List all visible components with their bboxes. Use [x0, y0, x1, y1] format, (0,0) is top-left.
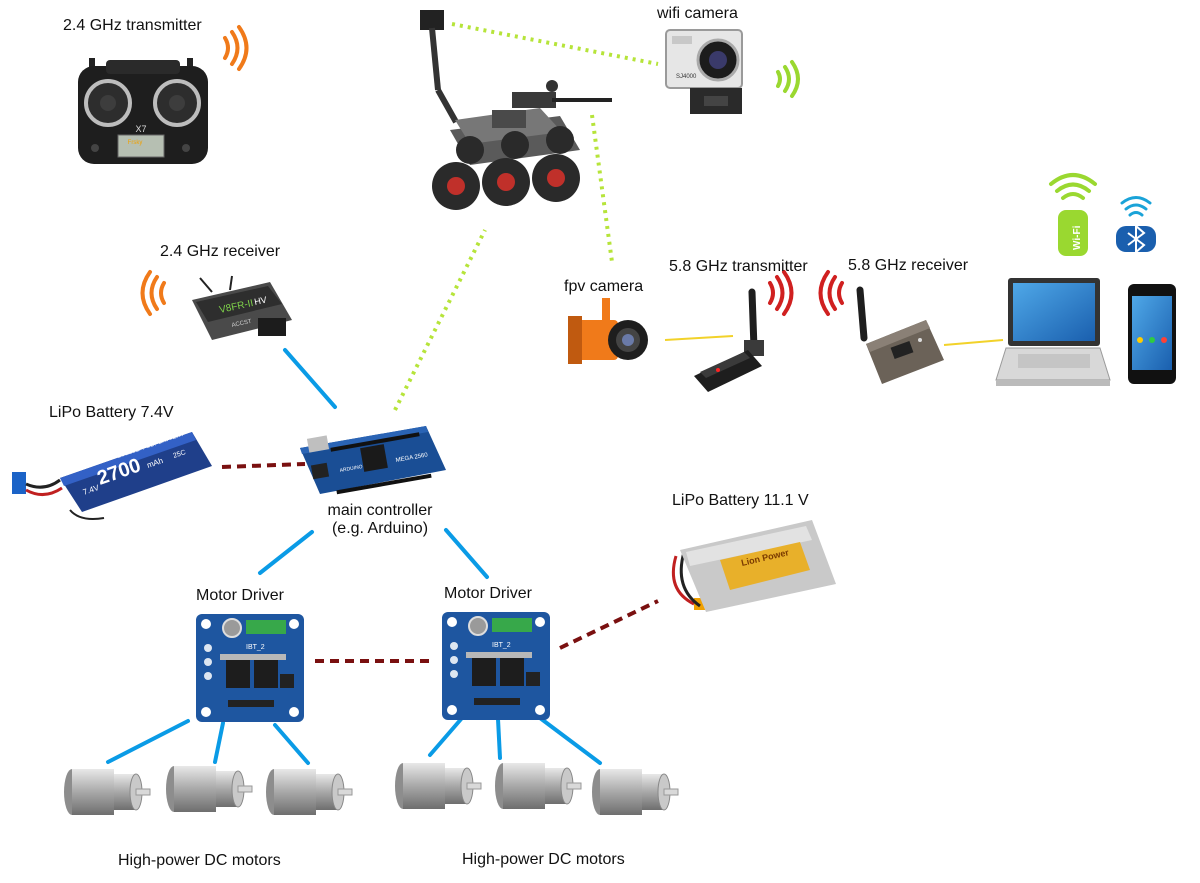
label-lipo-battery-74v: LiPo Battery 7.4V — [49, 404, 174, 421]
label-wifi-camera: wifi camera — [657, 5, 738, 22]
label-main-controller-line1: main controller — [327, 502, 433, 519]
radio-wave-icon-58-rx — [818, 270, 844, 316]
label-lipo-battery-111v: LiPo Battery 11.1 V — [672, 492, 809, 509]
link-driver-right-to-motor-3 — [538, 716, 602, 765]
receiver-band-text: ACCST — [231, 319, 252, 329]
label-receiver-58ghz: 5.8 GHz receiver — [848, 257, 969, 274]
label-main-controller: main controller (e.g. Arduino) — [318, 502, 442, 538]
dc-motor-right-1 — [394, 762, 482, 810]
link-driver-left-to-motor-3 — [273, 723, 310, 765]
label-motor-driver-right: Motor Driver — [444, 585, 533, 602]
link-controller-to-driver-right — [444, 528, 489, 579]
battery74-cells-text: 2CELL — [117, 448, 137, 460]
label-motors-left: High-power DC motors — [118, 852, 281, 869]
smartphone — [1128, 284, 1176, 384]
arduino-brand-text: ARDUINO — [339, 464, 363, 474]
arduino-model-text: MEGA 2560 — [395, 452, 429, 464]
wireless-link-robot-to-wificam — [451, 22, 659, 66]
wifi-icon-label: Wi-Fi — [1072, 225, 1083, 250]
wifi-wave-icon-camera — [776, 60, 800, 98]
label-transmitter-58ghz: 5.8 GHz transmitter — [669, 258, 808, 275]
dc-motor-left-2 — [165, 765, 253, 813]
wifi-camera: SJ4000 — [665, 29, 743, 114]
link-driver-right-to-motor-2 — [496, 717, 502, 760]
receiver-mode-text: HV — [253, 295, 267, 307]
laptop — [995, 278, 1111, 386]
video-link-fpvcam-to-vtx — [664, 335, 734, 341]
transmitter-24ghz: X7 Frsky — [78, 58, 208, 164]
receiver-58ghz — [856, 286, 944, 384]
link-controller-to-driver-left — [258, 530, 314, 575]
wifi-cam-model-text: SJ4000 — [676, 74, 697, 80]
label-motor-driver-left: Motor Driver — [196, 587, 285, 604]
wireless-link-controller-to-robot — [393, 229, 487, 411]
label-motors-right: High-power DC motors — [462, 851, 625, 868]
label-receiver-24ghz: 2.4 GHz receiver — [160, 243, 281, 260]
motor-driver-right: IBT_2 — [441, 611, 551, 721]
link-driver-right-to-motor-1 — [428, 716, 464, 757]
transmitter-model-text: X7 — [135, 124, 146, 134]
receiver-24ghz: V8FR-II HV ACCST — [192, 275, 292, 340]
label-main-controller-line2: (e.g. Arduino) — [331, 520, 429, 537]
dc-motor-left-3 — [265, 768, 353, 816]
dc-motor-right-3 — [591, 768, 679, 816]
label-transmitter-24ghz: 2.4 GHz transmitter — [63, 17, 202, 34]
dc-motor-right-2 — [494, 762, 582, 810]
video-link-vrx-to-laptop — [943, 339, 1004, 346]
link-driver-left-to-motor-2 — [213, 721, 225, 764]
lipo-battery-111v: Lion Power — [671, 520, 836, 612]
radio-wave-icon-24-rx — [140, 270, 166, 316]
motor-driver-left: IBT_2 — [195, 613, 305, 723]
driver-left-model-text: IBT_2 — [246, 644, 265, 651]
battery74-rate-text: 25C — [172, 449, 186, 460]
bluetooth-icon — [1116, 196, 1156, 255]
radio-wave-icon-24-tx — [223, 25, 249, 71]
fpv-camera — [568, 298, 648, 364]
power-link-driver-right-to-battery111 — [559, 599, 659, 650]
transmitter-brand-text: Frsky — [128, 140, 143, 146]
label-fpv-camera: fpv camera — [564, 278, 644, 295]
link-receiver-to-controller — [283, 348, 337, 409]
robot-chassis — [420, 10, 612, 210]
dc-motor-left-1 — [63, 768, 151, 816]
radio-wave-icon-58-tx — [768, 270, 794, 316]
lipo-battery-74v: 2700 mAh 7.4V 25C LI-POLY BATTERY 2CELL — [12, 432, 212, 520]
link-driver-left-to-motor-1 — [106, 719, 190, 764]
driver-right-model-text: IBT_2 — [492, 642, 511, 649]
arduino-mega-board: MEGA 2560 ARDUINO — [300, 426, 446, 495]
wireless-link-robot-to-fpvcam — [590, 114, 614, 263]
transmitter-58ghz — [694, 288, 764, 392]
wifi-icon: Wi-Fi — [1049, 173, 1097, 256]
